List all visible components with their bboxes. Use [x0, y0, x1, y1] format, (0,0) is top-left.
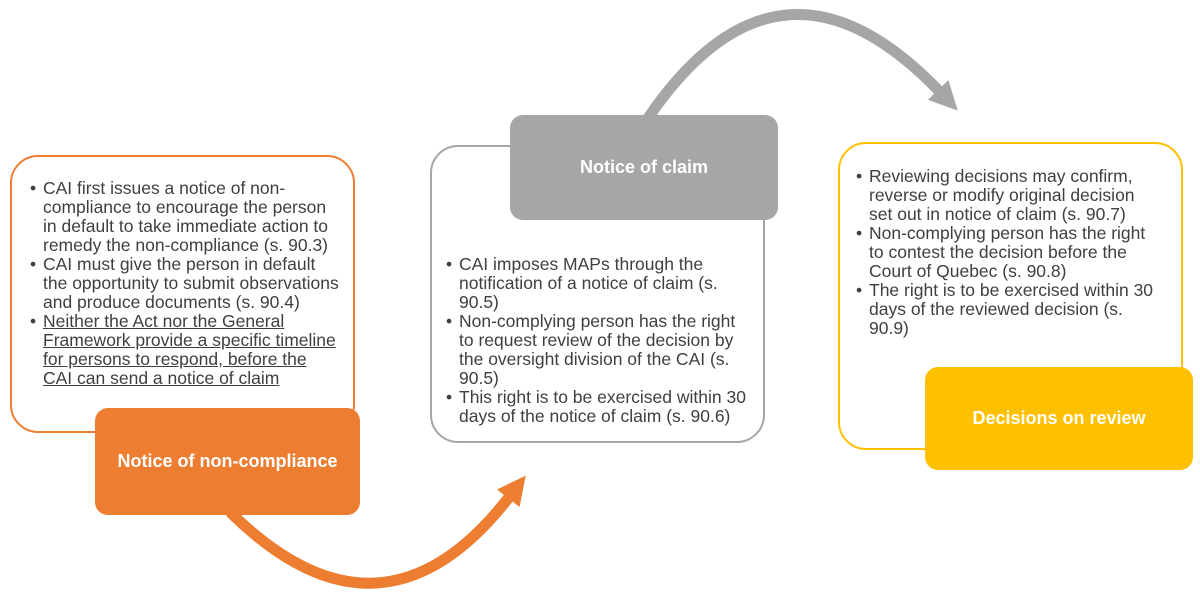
bullet-item-underlined: Neither the Act nor the General Framewor… — [30, 312, 352, 388]
bullet-line: CAI must give the person in default — [43, 254, 316, 274]
bullet-line: Framework provide a specific timeline — [43, 330, 336, 350]
bullet-item: Non-complying person has the right to co… — [856, 224, 1180, 281]
bullet-line: Non-complying person has the right — [459, 311, 736, 331]
bullet-item: The right is to be exercised within 30 d… — [856, 281, 1180, 338]
arrow-claim-to-review — [643, 9, 958, 122]
claim-label-box: Notice of claim — [510, 115, 778, 220]
bullet-line: reverse or modify original decision — [869, 185, 1135, 205]
bullet-item: CAI first issues a notice of non- compli… — [30, 179, 352, 255]
bullet-line: Reviewing decisions may confirm, — [869, 166, 1133, 186]
bullet-line: days of the notice of claim (s. 90.6) — [459, 406, 731, 426]
claim-text: CAI imposes MAPs through the notificatio… — [446, 255, 764, 426]
bullet-list: Reviewing decisions may confirm, reverse… — [856, 167, 1180, 338]
review-label: Decisions on review — [972, 408, 1146, 428]
bullet-item: This right is to be exercised within 30 … — [446, 388, 764, 426]
bullet-line: the oversight division of the CAI (s. — [459, 349, 730, 369]
noncompliance-text: CAI first issues a notice of non- compli… — [30, 179, 352, 388]
bullet-line: Non-complying person has the right — [869, 223, 1146, 243]
bullet-line: 90.5) — [459, 368, 499, 388]
bullet-line: and produce documents (s. 90.4) — [43, 292, 300, 312]
bullet-line: set out in notice of claim (s. 90.7) — [869, 204, 1126, 224]
bullet-line: for persons to respond, before the — [43, 349, 307, 369]
bullet-line: to request review of the decision by — [459, 330, 734, 350]
bullet-line: days of the reviewed decision (s. — [869, 299, 1123, 319]
bullet-line: remedy the non-compliance (s. 90.3) — [43, 235, 328, 255]
bullet-line: notification of a notice of claim (s. — [459, 273, 718, 293]
bullet-line: 90.9) — [869, 318, 909, 338]
bullet-line: CAI first issues a notice of non- — [43, 178, 286, 198]
bullet-line: compliance to encourage the person — [43, 197, 327, 217]
bullet-line: in default to take immediate action to — [43, 216, 329, 236]
bullet-list: CAI first issues a notice of non- compli… — [30, 179, 352, 388]
bullet-item: CAI must give the person in default the … — [30, 255, 352, 312]
bullet-item: Non-complying person has the right to re… — [446, 312, 764, 388]
noncompliance-label-box: Notice of non-compliance — [95, 408, 360, 515]
bullet-line: CAI can send a notice of claim — [43, 368, 280, 388]
bullet-line: CAI imposes MAPs through the — [459, 254, 704, 274]
bullet-item: Reviewing decisions may confirm, reverse… — [856, 167, 1180, 224]
claim-label: Notice of claim — [579, 157, 709, 177]
bullet-item: CAI imposes MAPs through the notificatio… — [446, 255, 764, 312]
bullet-line: Neither the Act nor the General — [43, 311, 285, 331]
bullet-line: to contest the decision before the — [869, 242, 1127, 262]
bullet-list: CAI imposes MAPs through the notificatio… — [446, 255, 764, 426]
bullet-line: the opportunity to submit observations — [43, 273, 339, 293]
bullet-line: Court of Quebec (s. 90.8) — [869, 261, 1067, 281]
bullet-line: The right is to be exercised within 30 — [869, 280, 1154, 300]
bullet-line: 90.5) — [459, 292, 499, 312]
review-label-box: Decisions on review — [925, 367, 1193, 470]
noncompliance-label: Notice of non-compliance — [117, 451, 338, 471]
bullet-line: This right is to be exercised within 30 — [459, 387, 746, 407]
review-text: Reviewing decisions may confirm, reverse… — [856, 167, 1180, 338]
